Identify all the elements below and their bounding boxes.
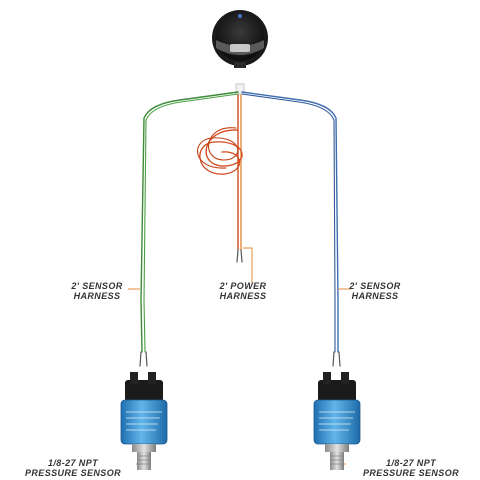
- right-sensor-harness-label: 2' SENSOR HARNESS: [340, 281, 410, 301]
- power-harness-wire: [197, 94, 243, 263]
- label-line: PRESSURE SENSOR: [362, 468, 460, 478]
- left-sensor-wire: [139, 91, 239, 367]
- label-line: 1/8-27 NPT: [47, 458, 99, 468]
- label-line: PRESSURE SENSOR: [24, 468, 122, 478]
- right-pressure-sensor-icon: [313, 372, 361, 470]
- power-harness-label: 2' POWER HARNESS: [208, 281, 278, 301]
- right-sensor-wire: [241, 91, 341, 367]
- label-line: HARNESS: [219, 291, 267, 301]
- gauge-icon: [212, 10, 268, 95]
- left-pressure-sensor-icon: [120, 372, 168, 470]
- left-sensor-harness-label: 2' SENSOR HARNESS: [62, 281, 132, 301]
- label-line: HARNESS: [351, 291, 399, 301]
- label-line: 2' SENSOR: [349, 281, 401, 291]
- label-line: 2' SENSOR: [71, 281, 123, 291]
- label-line: HARNESS: [73, 291, 121, 301]
- left-pressure-sensor-label: 1/8-27 NPT PRESSURE SENSOR: [14, 458, 132, 478]
- right-pressure-sensor-label: 1/8-27 NPT PRESSURE SENSOR: [352, 458, 470, 478]
- label-line: 1/8-27 NPT: [385, 458, 437, 468]
- label-line: 2' POWER: [219, 281, 267, 291]
